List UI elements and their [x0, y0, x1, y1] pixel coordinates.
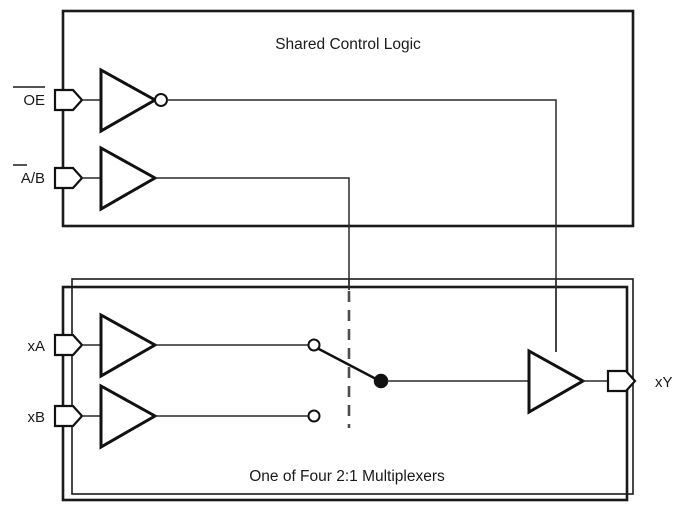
mux-block: One of Four 2:1 Multiplexers: [61, 278, 634, 502]
output-enable-wire: [167, 99, 557, 352]
ab-input-group[interactable]: A/B: [13, 164, 101, 190]
oe-inverter-bubble: [154, 93, 168, 107]
xa-buffer[interactable]: [99, 312, 159, 379]
xy-output-pin[interactable]: [606, 369, 637, 393]
xa-pin-label: xA: [27, 338, 45, 355]
xa-buffer-triangle[interactable]: [99, 312, 159, 379]
oe-input-pin[interactable]: [53, 88, 84, 112]
mux-contact-a[interactable]: [307, 338, 321, 352]
mux-contact-b[interactable]: [307, 409, 321, 423]
mux-block-label: One of Four 2:1 Multiplexers: [249, 468, 445, 485]
xy-pin-label: xY: [655, 374, 673, 391]
xb-buffer[interactable]: [99, 383, 159, 450]
ab-buffer[interactable]: [99, 145, 159, 212]
shared-control-logic-border: [61, 9, 635, 228]
oe-inverter-triangle[interactable]: [99, 67, 159, 134]
xb-pin-label: xB: [27, 409, 45, 426]
oe-input-group[interactable]: OE: [13, 86, 101, 112]
shared-control-logic-block: Shared Control Logic: [61, 9, 635, 228]
mux-block-back-border: [71, 278, 634, 495]
mux-switch-arm[interactable]: [316, 346, 379, 382]
mux-common-node[interactable]: [373, 373, 389, 389]
xb-buffer-triangle[interactable]: [99, 383, 159, 450]
mux-switch[interactable]: [307, 338, 389, 423]
xa-input-group[interactable]: xA: [27, 333, 101, 357]
xa-input-pin[interactable]: [53, 333, 84, 357]
ab-pin-label: A/B: [21, 170, 45, 187]
ab-input-pin[interactable]: [53, 166, 84, 190]
select-wire: [155, 177, 350, 290]
xb-input-group[interactable]: xB: [27, 404, 101, 428]
output-buffer[interactable]: [527, 348, 587, 415]
mux-block-border: [61, 285, 629, 502]
oe-pin-label: OE: [23, 92, 45, 109]
output-buffer-triangle[interactable]: [527, 348, 587, 415]
xy-output-group[interactable]: xY: [606, 369, 673, 393]
xb-input-pin[interactable]: [53, 404, 84, 428]
shared-control-logic-label: Shared Control Logic: [275, 36, 421, 53]
ab-buffer-triangle[interactable]: [99, 145, 159, 212]
oe-inverter[interactable]: [99, 67, 168, 134]
